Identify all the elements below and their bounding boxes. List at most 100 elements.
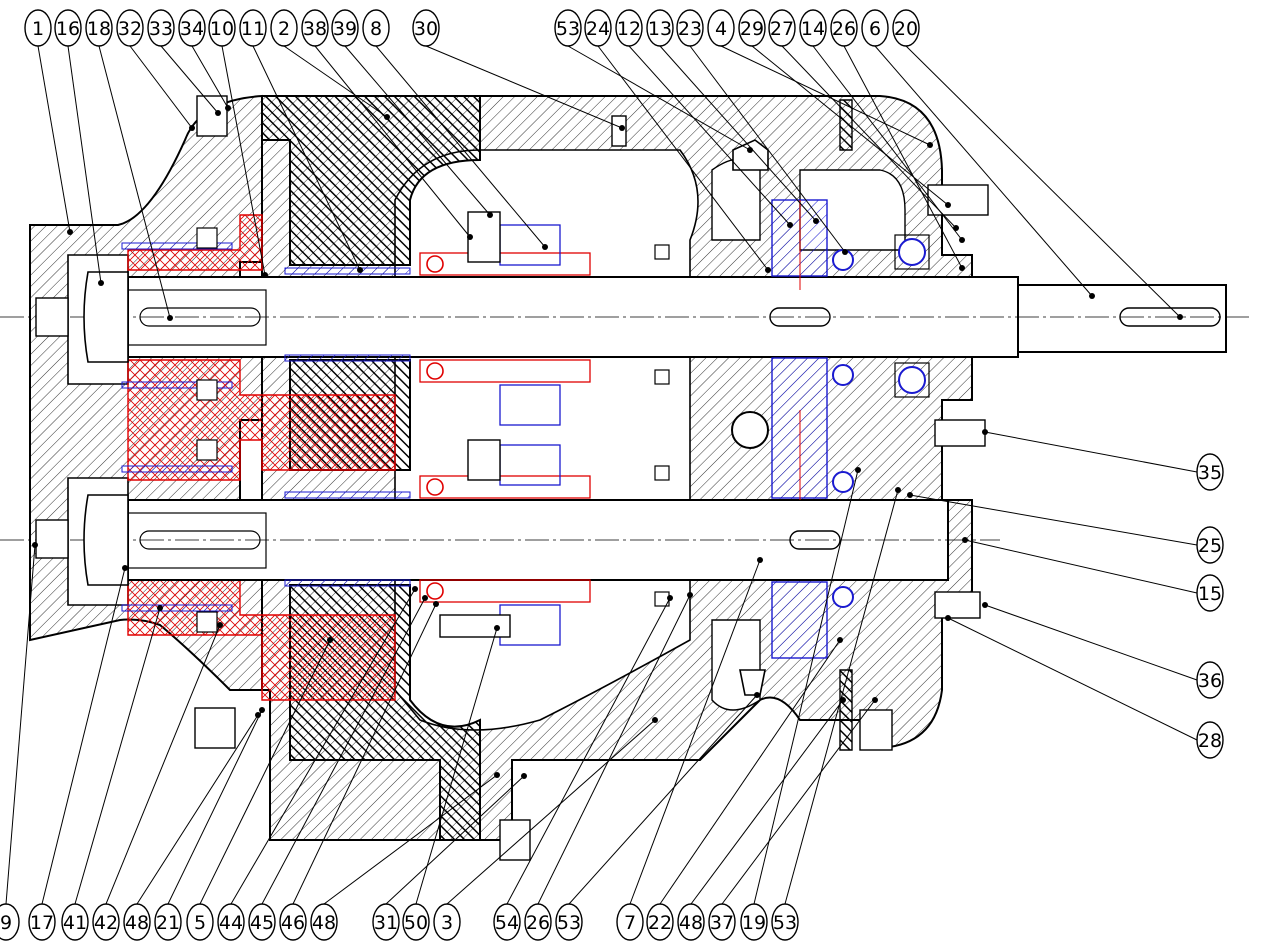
balloon-label: 3	[441, 912, 453, 934]
balloon-right-4: 28	[1196, 721, 1224, 759]
leader-dot	[494, 772, 500, 778]
balloon-circle	[85, 9, 113, 47]
balloon-label: 53	[556, 18, 580, 40]
balloon-top-3: 32	[116, 9, 144, 47]
leader-dot	[813, 218, 819, 224]
balloon-label: 24	[586, 18, 610, 40]
balloon-circle	[738, 9, 766, 47]
leader-dot	[259, 707, 265, 713]
balloon-right-1: 25	[1196, 526, 1224, 564]
leader-dot	[384, 114, 390, 120]
blue-sleeves	[121, 242, 411, 612]
balloon-circle	[270, 9, 298, 47]
balloon-bottom-10: 48	[310, 903, 338, 941]
leader-dot	[412, 586, 418, 592]
leader-dot	[433, 601, 439, 607]
leader-top-1	[67, 45, 102, 284]
balloon-bottom-4: 48	[123, 903, 151, 941]
balloon-circle	[646, 903, 674, 941]
balloon-circle	[554, 9, 582, 47]
leader-top-10	[344, 45, 491, 216]
leader-dot	[521, 773, 527, 779]
leader-dot	[652, 717, 658, 723]
leader-top-24	[905, 45, 1181, 318]
balloon-label: 46	[281, 912, 305, 934]
balloon-circle	[892, 9, 920, 47]
balloon-label: 37	[710, 912, 734, 934]
balloon-circle	[555, 903, 583, 941]
leader-top-3	[129, 45, 193, 129]
balloon-right-3: 36	[1196, 661, 1224, 699]
balloon-circle	[615, 9, 643, 47]
leader-bottom-22	[784, 489, 899, 905]
balloon-circle	[740, 903, 768, 941]
balloon-bottom-11: 31	[372, 903, 400, 941]
balloon-circle	[493, 903, 521, 941]
balloon-top-22: 26	[830, 9, 858, 47]
balloon-label: 53	[557, 912, 581, 934]
leader-dot	[982, 602, 988, 608]
leader-dot	[422, 595, 428, 601]
balloon-circle	[248, 903, 276, 941]
balloon-bottom-7: 44	[217, 903, 245, 941]
balloon-label: 29	[740, 18, 764, 40]
balloon-circle	[616, 903, 644, 941]
balloon-label: 19	[742, 912, 766, 934]
balloon-label: 14	[801, 18, 825, 40]
balloon-bottom-20: 37	[708, 903, 736, 941]
balloon-bottom-17: 7	[616, 903, 644, 941]
balloon-label: 53	[773, 912, 797, 934]
balloon-label: 11	[241, 18, 265, 40]
balloon-label: 27	[770, 18, 794, 40]
leader-right-4	[947, 617, 1198, 741]
balloon-top-20: 27	[768, 9, 796, 47]
balloon-circle	[646, 9, 674, 47]
balloon-label: 39	[333, 18, 357, 40]
leader-dot	[67, 229, 73, 235]
balloon-circle	[186, 903, 214, 941]
leader-bottom-11	[385, 775, 525, 905]
leader-top-14	[597, 45, 769, 271]
balloon-circle	[768, 9, 796, 47]
balloon-label: 33	[149, 18, 173, 40]
leader-dot	[872, 697, 878, 703]
balloon-circle	[147, 9, 175, 47]
balloon-top-16: 13	[646, 9, 674, 47]
leader-top-21	[812, 45, 963, 241]
balloon-bottom-1: 17	[28, 903, 56, 941]
balloon-label: 7	[624, 912, 636, 934]
leader-dot	[619, 125, 625, 131]
balloon-circle	[123, 903, 151, 941]
leader-bottom-10	[323, 774, 498, 905]
leader-dot	[765, 267, 771, 273]
balloon-bottom-9: 46	[279, 903, 307, 941]
leader-dot	[357, 267, 363, 273]
balloon-circle	[1196, 661, 1224, 699]
leader-bottom-16	[568, 694, 758, 905]
leader-top-11	[375, 45, 546, 248]
leader-dot	[215, 110, 221, 116]
balloon-label: 15	[1198, 583, 1222, 605]
balloon-circle	[61, 903, 89, 941]
leader-dot	[907, 492, 913, 498]
balloon-circle	[0, 903, 20, 941]
leader-dot	[757, 557, 763, 563]
balloon-top-5: 34	[178, 9, 206, 47]
gears	[771, 199, 828, 659]
balloon-circle	[707, 9, 735, 47]
balloon-label: 21	[156, 912, 180, 934]
balloon-label: 26	[832, 18, 856, 40]
balloon-bottom-16: 53	[555, 903, 583, 941]
balloon-label: 31	[374, 912, 398, 934]
leader-top-15	[628, 45, 791, 226]
balloon-top-23: 6	[861, 9, 889, 47]
balloon-top-9: 38	[301, 9, 329, 47]
balloon-bottom-6: 5	[186, 903, 214, 941]
leader-dot	[1177, 314, 1183, 320]
leader-dot	[189, 125, 195, 131]
leader-dot	[327, 637, 333, 643]
balloon-circle	[1196, 526, 1224, 564]
leader-dot	[167, 315, 173, 321]
balloon-circle	[1196, 721, 1224, 759]
